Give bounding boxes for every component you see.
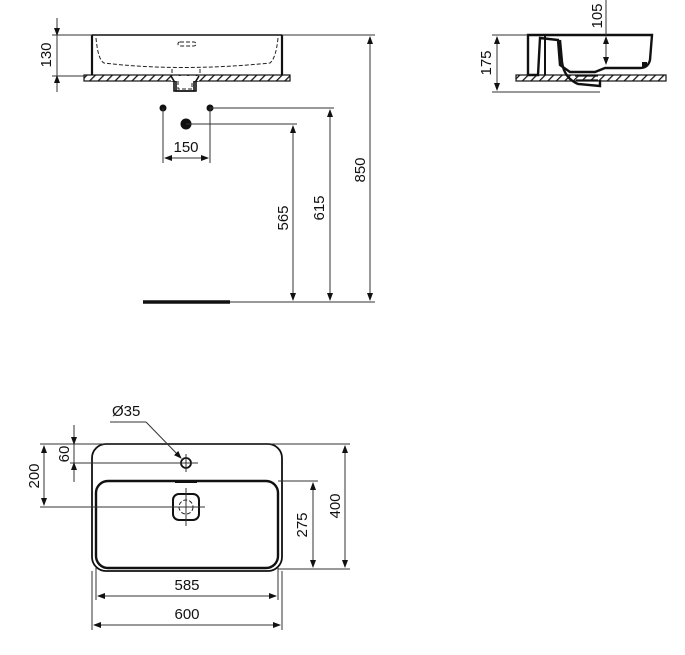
inner-depth-label: 275	[294, 512, 311, 537]
waste-height-label: 565	[275, 205, 292, 230]
dim-side-height: 175	[478, 34, 600, 93]
side-view: 105 175	[478, 0, 667, 93]
basin-height-label: 130	[38, 42, 55, 67]
dim-bowl-depth: 105	[589, 0, 609, 65]
outer-width-label: 600	[174, 606, 199, 623]
bowl-depth-label: 105	[589, 3, 606, 28]
plan-view: Ø35 60 200 275 400	[26, 403, 350, 630]
basin-front-outline	[90, 34, 284, 76]
dim-tap-hole-diameter: Ø35	[110, 403, 182, 459]
rim-height-label: 850	[352, 157, 369, 182]
dim-basin-height: 130	[38, 18, 92, 92]
basin-side-section	[526, 33, 654, 77]
tap-offset-label: 60	[56, 446, 73, 463]
overflow-slot	[175, 480, 197, 483]
dim-tap-offset: 60	[56, 425, 77, 482]
side-height-label: 175	[478, 50, 495, 75]
tap-spacing-label: 150	[173, 139, 198, 156]
waste-offset-label: 200	[26, 463, 43, 488]
dim-inner-width: 585	[97, 577, 277, 599]
supply-height-label: 615	[311, 195, 328, 220]
front-view: 130 150 565 615 850	[38, 18, 375, 304]
dim-waste-offset: 200	[26, 445, 47, 506]
dim-rim-height: 850	[352, 36, 373, 301]
dim-supply-height: 615	[311, 109, 333, 301]
dim-outer-width: 600	[93, 606, 281, 628]
dim-inner-depth: 275	[294, 482, 316, 568]
outer-depth-label: 400	[327, 493, 344, 518]
tap-hole-diameter-label: Ø35	[112, 403, 140, 420]
countertop-side	[515, 74, 667, 82]
dim-outer-depth: 400	[327, 445, 348, 568]
dim-waste-height: 565	[275, 125, 296, 301]
inner-width-label: 585	[174, 577, 199, 594]
